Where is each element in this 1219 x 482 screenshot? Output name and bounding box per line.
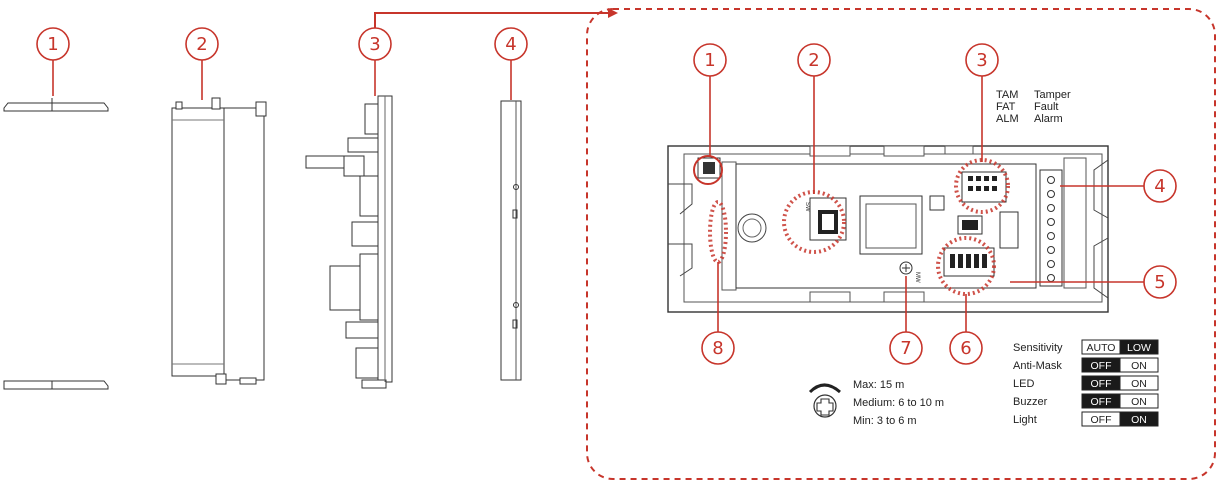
- part-housing: [171, 97, 267, 385]
- legend-meaning-alarm: Alarm: [1034, 113, 1063, 125]
- detail-view: MW SW 1 2 3 4 5 6 7 8 TAM Tamper FAT Fault ALM …: [667, 43, 1177, 427]
- range-max: Max: 15 m: [853, 379, 904, 391]
- detail-callout-1-number: 1: [704, 50, 715, 71]
- status-legend: TAM Tamper FAT Fault ALM Alarm: [996, 89, 1071, 125]
- exploded-callout-4-number: 4: [505, 34, 516, 55]
- part-front-cover: [500, 100, 522, 381]
- legend-abbr-tam: TAM: [996, 89, 1018, 101]
- setting-option-selected: OFF: [1091, 360, 1112, 372]
- range-min: Min: 3 to 6 m: [853, 415, 917, 427]
- setting-option: OFF: [1091, 414, 1112, 426]
- setting-option-box: [1119, 339, 1159, 355]
- setting-option-box: [1119, 357, 1159, 373]
- pot-label: MW: [914, 272, 920, 283]
- range-arc-icon: [808, 383, 841, 394]
- setting-option-box: [1119, 375, 1159, 391]
- part-board-assembly: [305, 95, 393, 389]
- detail-callout-3-number: 3: [976, 50, 987, 71]
- legend-meaning-fault: Fault: [1034, 101, 1058, 113]
- detail-callout-4-number: 4: [1154, 176, 1165, 197]
- range-medium: Medium: 6 to 10 m: [853, 397, 944, 409]
- detail-callout-7-number: 7: [900, 338, 911, 359]
- exploded-view: 1 2 3 4: [3, 27, 528, 390]
- setting-name: Buzzer: [1013, 396, 1048, 408]
- detail-frame: [586, 8, 1216, 480]
- setting-row-light: Light OFF ON: [1013, 411, 1159, 427]
- setting-row-anti-mask: Anti-Mask OFF ON: [1013, 357, 1159, 373]
- detail-callout-7: 7: [889, 276, 923, 365]
- detail-callout-6: 6: [949, 294, 983, 365]
- exploded-callout-2: 2: [185, 27, 219, 100]
- legend-meaning-tamper: Tamper: [1034, 89, 1071, 101]
- detail-callout-6-number: 6: [960, 338, 971, 359]
- detail-callout-5-number: 5: [1154, 272, 1165, 293]
- exploded-callout-3-number: 3: [369, 34, 380, 55]
- setting-row-led: LED OFF ON: [1013, 375, 1159, 391]
- sw-label: SW: [804, 202, 810, 212]
- detail-callout-3: 3: [965, 43, 999, 162]
- detail-callouts: 1 2 3 4 5 6 7 8: [693, 43, 1177, 365]
- exploded-callout-1: 1: [36, 27, 70, 96]
- setting-name: Anti-Mask: [1013, 360, 1062, 372]
- setting-option: ON: [1131, 378, 1147, 390]
- detail-callout-5: 5: [1010, 265, 1177, 299]
- setting-row-sensitivity: Sensitivity AUTO LOW: [1013, 339, 1159, 355]
- setting-row-buzzer: Buzzer OFF ON: [1013, 393, 1159, 409]
- exploded-callout-3: 3: [358, 27, 392, 96]
- setting-option-selected: OFF: [1091, 396, 1112, 408]
- exploded-callout-2-number: 2: [196, 34, 207, 55]
- detail-callout-8: 8: [701, 262, 735, 365]
- setting-name: LED: [1013, 378, 1034, 390]
- setting-name: Sensitivity: [1013, 342, 1063, 354]
- setting-option-box: [1119, 393, 1159, 409]
- setting-option-selected: ON: [1131, 414, 1147, 426]
- setting-option: ON: [1131, 360, 1147, 372]
- detail-callout-1: 1: [693, 43, 727, 156]
- setting-option: AUTO: [1087, 342, 1116, 354]
- detail-callout-2: 2: [797, 43, 831, 194]
- exploded-callout-4: 4: [494, 27, 528, 100]
- detail-arrow: [374, 8, 618, 28]
- detail-callout-2-number: 2: [808, 50, 819, 71]
- exploded-callout-1-number: 1: [47, 34, 58, 55]
- setting-option: ON: [1131, 396, 1147, 408]
- setting-option-box: [1119, 411, 1159, 427]
- part-cover-strips: [3, 98, 109, 390]
- detail-callout-8-number: 8: [712, 338, 723, 359]
- exploded-callouts: 1 2 3 4: [36, 27, 528, 100]
- detail-callout-4: 4: [1060, 169, 1177, 203]
- legend-abbr-alm: ALM: [996, 113, 1019, 125]
- setting-option-selected: LOW: [1127, 342, 1151, 354]
- setting-name: Light: [1013, 414, 1037, 426]
- legend-abbr-fat: FAT: [996, 101, 1016, 113]
- setting-option-selected: OFF: [1091, 378, 1112, 390]
- range-block: Max: 15 m Medium: 6 to 10 m Min: 3 to 6 …: [808, 379, 944, 427]
